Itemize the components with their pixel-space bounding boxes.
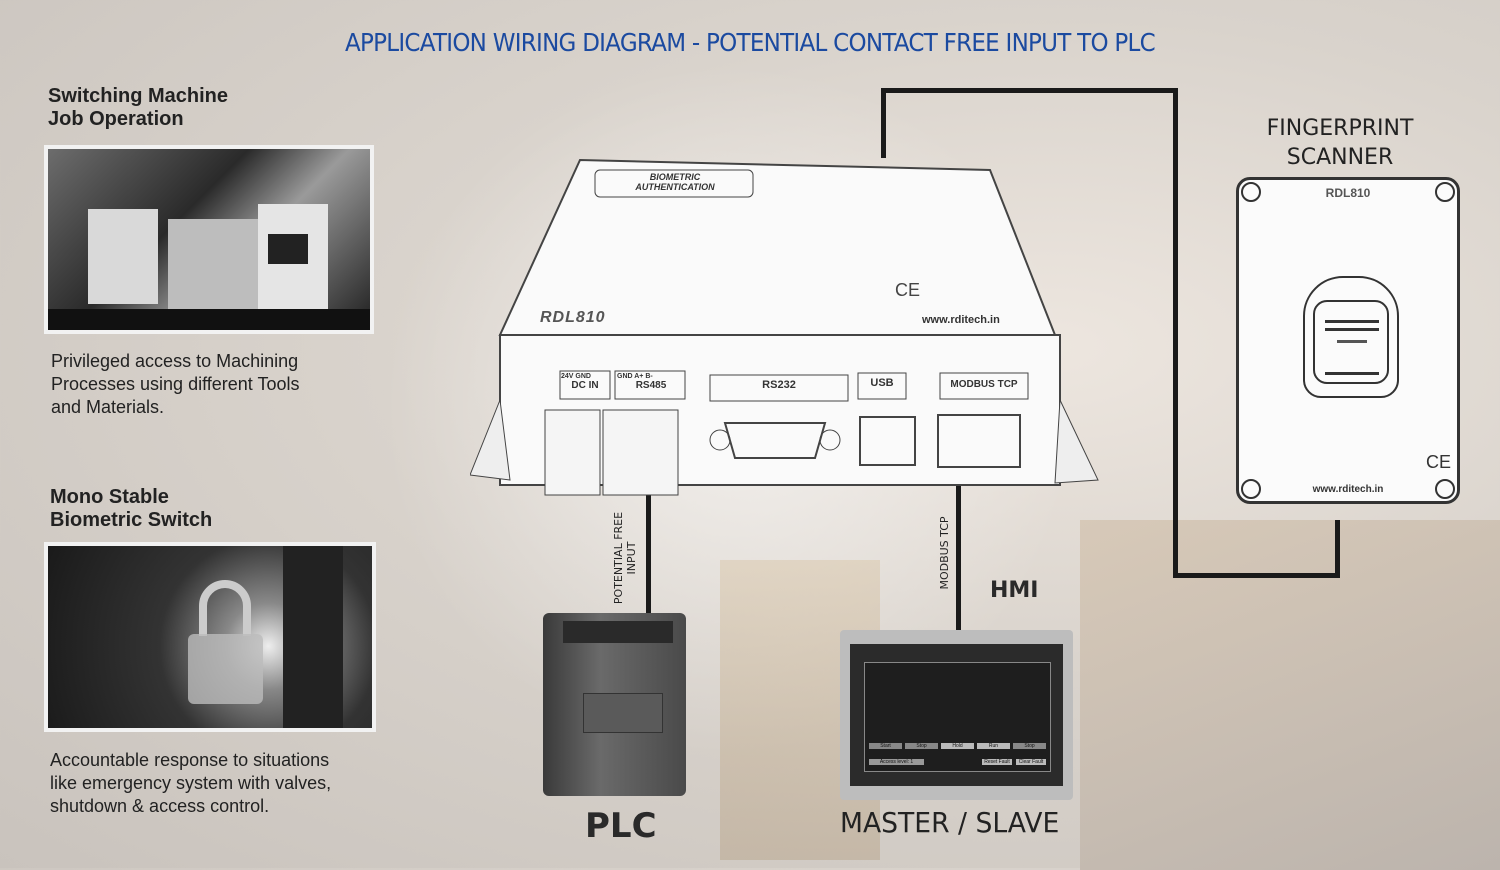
- screw-icon: [1241, 182, 1261, 202]
- desc-line: Processes using different Tools: [51, 374, 300, 394]
- hmi-button: Reset Fault: [982, 759, 1012, 765]
- desc-line: and Materials.: [51, 397, 165, 417]
- pin-label: 24V: [561, 373, 574, 380]
- wire-label-line: POTENTIAL FREE: [612, 511, 625, 605]
- heading-line: Switching Machine: [48, 85, 229, 107]
- scanner-wire: [1335, 520, 1340, 578]
- wire-label-line: INPUT: [625, 541, 638, 575]
- scanner-wire: [1173, 88, 1178, 578]
- section2-description: Accountable response to situations like …: [50, 749, 331, 818]
- pin-label: GND: [617, 373, 633, 380]
- hmi-wire-label: MODBUS TCP: [938, 516, 951, 590]
- dc-in-port-label: 24V GND DC IN: [561, 373, 609, 391]
- badge-line: AUTHENTICATION: [635, 182, 715, 192]
- hmi-label: MASTER / SLAVE: [840, 806, 1060, 839]
- heading-line: Biometric Switch: [50, 509, 213, 531]
- screw-icon: [1241, 479, 1261, 499]
- plc-label: PLC: [585, 806, 657, 846]
- padlock-image: [188, 546, 343, 728]
- heading-line: Mono Stable: [50, 486, 169, 508]
- badge-line: BIOMETRIC: [649, 172, 701, 182]
- desc-line: Privileged access to Machining: [51, 351, 299, 371]
- section1-heading: Switching Machine Job Operation: [48, 85, 228, 131]
- machining-photo: [44, 145, 374, 334]
- fingerprint-scanner: RDL810 CE www.rditech.in: [1236, 177, 1460, 504]
- usb-port-label: USB: [870, 377, 894, 389]
- plc-wire: [646, 495, 651, 615]
- hmi-button: Hold: [941, 743, 974, 749]
- scanner-wire: [881, 88, 1178, 93]
- section2-heading: Mono Stable Biometric Switch: [50, 486, 212, 532]
- ce-mark: CE: [895, 280, 921, 300]
- screw-icon: [1435, 182, 1455, 202]
- cnc-machine-image: [48, 204, 370, 330]
- desc-line: Accountable response to situations: [50, 750, 330, 770]
- fingerprint-sensor-icon: [1303, 276, 1399, 398]
- port-label: DC IN: [571, 380, 599, 391]
- ce-mark: CE: [1425, 452, 1451, 472]
- hmi-button: Start: [869, 743, 902, 749]
- plc-wire-label: POTENTIAL FREE INPUT: [612, 510, 638, 606]
- hmi-device: Start Stop Hold Run Stop Access level: 1…: [840, 630, 1073, 800]
- scanner-wire: [881, 88, 886, 158]
- pin-label: A+: [634, 373, 644, 380]
- modbus-port-label: MODBUS TCP: [950, 379, 1018, 390]
- hmi-access-level: Access level: 1: [869, 759, 924, 765]
- controller-badge: BIOMETRIC AUTHENTICATION: [600, 172, 750, 192]
- section1-description: Privileged access to Machining Processes…: [51, 350, 299, 419]
- scanner-wire: [1173, 573, 1340, 578]
- controller-website: www.rditech.in: [922, 314, 1000, 326]
- plc-device: [543, 613, 686, 796]
- scanner-model: RDL810: [1325, 186, 1371, 200]
- hmi-button: Stop: [1013, 743, 1046, 749]
- label-line: FINGERPRINT: [1266, 116, 1414, 141]
- port-label: RS485: [635, 380, 667, 391]
- hmi-button: Stop: [905, 743, 938, 749]
- scanner-label: FINGERPRINT SCANNER: [1240, 114, 1440, 172]
- hmi-wire: [956, 480, 961, 632]
- screw-icon: [1435, 479, 1455, 499]
- controller-model: RDL810: [540, 309, 606, 326]
- desc-line: like emergency system with valves,: [50, 773, 332, 793]
- rs232-port-label: RS232: [762, 379, 796, 391]
- scanner-website: www.rditech.in: [1312, 484, 1384, 495]
- page-title: APPLICATION WIRING DIAGRAM - POTENTIAL C…: [345, 28, 1156, 57]
- rs485-port-label: GND A+ B- RS485: [617, 373, 685, 391]
- pin-label: B-: [645, 373, 653, 380]
- background-machine: [1080, 520, 1500, 870]
- pin-label: GND: [575, 373, 591, 380]
- label-line: SCANNER: [1286, 145, 1394, 170]
- hmi-button: Run: [977, 743, 1010, 749]
- biometric-switch-photo: [44, 542, 376, 732]
- hmi-button: Clear Fault: [1016, 759, 1046, 765]
- desc-line: shutdown & access control.: [50, 796, 270, 816]
- hmi-tag: HMI: [990, 578, 1039, 603]
- rdl810-controller: [470, 158, 1099, 496]
- heading-line: Job Operation: [48, 108, 184, 130]
- hmi-screen: Start Stop Hold Run Stop Access level: 1…: [864, 662, 1051, 772]
